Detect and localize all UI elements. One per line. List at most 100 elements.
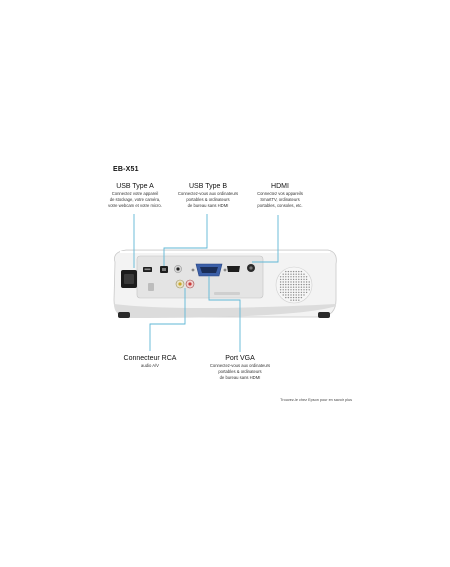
grille-hole bbox=[305, 283, 308, 286]
hdmi-desc: Connectez vos appareils SmartTV, ordinat… bbox=[257, 191, 303, 208]
grille-hole bbox=[303, 283, 305, 286]
grille-hole bbox=[298, 291, 300, 294]
grille-hole bbox=[290, 294, 292, 296]
grille-hole bbox=[282, 294, 284, 296]
grille-hole bbox=[279, 291, 282, 294]
left-foot bbox=[118, 312, 130, 318]
vga-desc: Connectez-vous aux ordinateurs portables… bbox=[209, 363, 271, 380]
grille-hole bbox=[287, 283, 290, 286]
grille-hole bbox=[279, 286, 282, 288]
grille-hole bbox=[300, 278, 303, 281]
grille-hole bbox=[308, 289, 310, 291]
grille-hole bbox=[295, 278, 297, 281]
grille-hole bbox=[303, 291, 305, 294]
grille-hole bbox=[290, 276, 292, 278]
rca-title: Connecteur RCA bbox=[123, 355, 177, 362]
grille-hole bbox=[282, 286, 284, 288]
right-foot bbox=[318, 312, 330, 318]
grille-hole bbox=[300, 286, 303, 288]
grille-hole bbox=[298, 289, 300, 291]
connector-panel bbox=[136, 255, 264, 299]
vga-title: Port VGA bbox=[225, 355, 255, 362]
grille-hole bbox=[290, 273, 292, 275]
grille-hole bbox=[287, 276, 290, 278]
grille-hole bbox=[303, 281, 305, 283]
grille-hole bbox=[295, 291, 297, 294]
grille-hole bbox=[305, 286, 308, 288]
grille-hole bbox=[305, 281, 308, 283]
grille-hole bbox=[300, 273, 303, 275]
grille-hole bbox=[298, 286, 300, 288]
grille-hole bbox=[308, 286, 310, 288]
grille-hole bbox=[298, 270, 300, 273]
grille-hole bbox=[292, 283, 295, 286]
rca-connectors bbox=[175, 279, 195, 289]
label-vga: Port VGA Connectez-vous aux ordinateurs … bbox=[201, 354, 279, 381]
grille-hole bbox=[292, 289, 295, 291]
grille-hole bbox=[298, 281, 300, 283]
grille-hole bbox=[285, 294, 287, 296]
grille-hole bbox=[300, 276, 303, 278]
grille-hole bbox=[282, 291, 284, 294]
grille-hole bbox=[292, 281, 295, 283]
grille-hole bbox=[298, 283, 300, 286]
grille-hole bbox=[287, 270, 290, 273]
grille-hole bbox=[295, 289, 297, 291]
grille-hole bbox=[290, 270, 292, 273]
grille-hole bbox=[300, 296, 303, 299]
grille-hole bbox=[300, 291, 303, 294]
grille-hole bbox=[282, 283, 284, 286]
grille-hole bbox=[287, 286, 290, 288]
usb-a-desc: Connectez votre appareil de stockage, vo… bbox=[108, 191, 162, 208]
grille-hole bbox=[287, 296, 290, 299]
grille-hole bbox=[298, 276, 300, 278]
grille-hole bbox=[305, 291, 308, 294]
grille-hole bbox=[290, 286, 292, 288]
grille-hole bbox=[305, 289, 308, 291]
grille-hole bbox=[295, 296, 297, 299]
grille-hole bbox=[308, 281, 310, 283]
usb-b-desc: Connectez-vous aux ordinateurs portables… bbox=[177, 191, 239, 208]
grille-hole bbox=[282, 278, 284, 281]
grille-hole bbox=[303, 294, 305, 296]
callout-vga bbox=[208, 276, 241, 352]
grille-hole bbox=[292, 299, 295, 301]
usb-a-port bbox=[143, 267, 152, 272]
grille-hole bbox=[279, 289, 282, 291]
grille-hole bbox=[303, 273, 305, 275]
grille-hole bbox=[292, 270, 295, 273]
grille-hole bbox=[285, 289, 287, 291]
grille-hole bbox=[305, 278, 308, 281]
grille-hole bbox=[285, 291, 287, 294]
callout-hdmi bbox=[252, 215, 279, 263]
grille-hole bbox=[285, 296, 287, 299]
grille-hole bbox=[292, 273, 295, 275]
label-rca: Connecteur RCA audio A/V bbox=[118, 354, 182, 369]
grille-hole bbox=[298, 273, 300, 275]
grille-hole bbox=[285, 286, 287, 288]
grille-hole bbox=[287, 294, 290, 296]
grille-hole bbox=[300, 294, 303, 296]
grille-hole bbox=[295, 286, 297, 288]
grille-hole bbox=[287, 291, 290, 294]
label-usb-a: USB Type A Connectez votre appareil de s… bbox=[100, 182, 170, 209]
grille-hole bbox=[285, 270, 287, 273]
grille-hole bbox=[295, 270, 297, 273]
label-usb-b: USB Type B Connectez-vous aux ordinateur… bbox=[170, 182, 246, 209]
grille-hole bbox=[303, 289, 305, 291]
grille-hole bbox=[303, 276, 305, 278]
speaker-grille bbox=[275, 266, 313, 304]
grille-hole bbox=[295, 283, 297, 286]
grille-hole bbox=[285, 278, 287, 281]
grille-hole bbox=[287, 289, 290, 291]
grille-hole bbox=[300, 270, 303, 273]
grille-hole bbox=[292, 291, 295, 294]
grille-hole bbox=[298, 296, 300, 299]
grille-hole bbox=[287, 278, 290, 281]
lan-slot bbox=[148, 283, 154, 291]
hdmi-title: HDMI bbox=[271, 183, 289, 190]
grille-hole bbox=[303, 278, 305, 281]
grille-hole bbox=[285, 281, 287, 283]
power-socket bbox=[121, 270, 137, 288]
